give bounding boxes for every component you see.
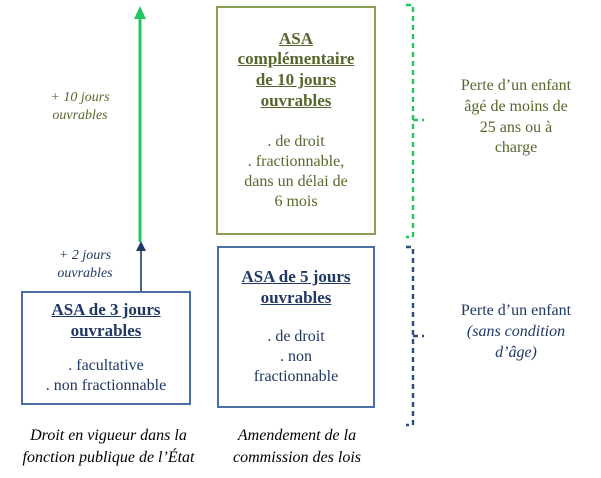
- caption-droit-en-vigueur: Droit en vigueur dans la fonction publiq…: [6, 425, 211, 468]
- body-line: . non fractionnable: [45, 376, 167, 394]
- caption-line: Droit en vigueur dans la: [30, 427, 187, 444]
- box-asa-5-jours: ASA de 5 jours ouvrables . de droit . no…: [217, 246, 375, 408]
- title-line: ASA: [278, 28, 313, 48]
- up-arrow-icon-two-days: [132, 240, 150, 292]
- body-line: . fractionnable,: [247, 152, 345, 170]
- arrow-caption-two-days: + 2 jours ouvrables: [38, 247, 132, 283]
- body-line: fractionnable: [253, 367, 339, 385]
- title-line: ASA de 5 jours: [241, 267, 351, 287]
- caption-line: + 2 jours: [58, 248, 112, 263]
- box-body-asa-3-jours: . facultative . non fractionnable: [46, 356, 166, 396]
- body-line: 6 mois: [274, 193, 318, 211]
- body-line: . de droit: [267, 132, 325, 150]
- title-line: ouvrables: [260, 287, 332, 307]
- dashed-bracket-icon-navy: [404, 244, 430, 428]
- box-title-asa-3-jours: ASA de 3 jours ouvrables: [51, 300, 160, 341]
- body-line: dans un délai de: [244, 172, 348, 190]
- caption-line: ouvrables: [52, 108, 108, 124]
- body-line: . facultative: [68, 356, 144, 374]
- label-perte-enfant-sans-condition: Perte d’un enfant (sans condition d’âge): [438, 301, 594, 363]
- label-line: âgé de moins de: [464, 97, 568, 115]
- title-line: de 10 jours: [255, 70, 337, 90]
- box-body-asa-5-jours: . de droit . non fractionnable: [254, 327, 338, 387]
- up-arrow-icon-ten-days: [126, 4, 154, 242]
- label-perte-enfant-moins-25: Perte d’un enfant âgé de moins de 25 ans…: [438, 76, 594, 159]
- body-line: . de droit: [267, 327, 325, 345]
- body-line: . non: [280, 347, 312, 365]
- box-body-asa-complementaire: . de droit . fractionnable, dans un déla…: [244, 132, 348, 213]
- box-asa-3-jours: ASA de 3 jours ouvrables . facultative .…: [21, 291, 191, 405]
- label-line: d’âge): [495, 343, 537, 361]
- title-line: ASA de 3 jours: [51, 300, 161, 320]
- box-asa-complementaire: ASA complémentaire de 10 jours ouvrables…: [216, 6, 376, 235]
- label-line: Perte d’un enfant: [460, 302, 572, 319]
- title-line: ouvrables: [70, 320, 142, 340]
- dashed-bracket-icon-green: [404, 2, 430, 240]
- title-line: ouvrables: [260, 90, 332, 110]
- caption-line: commission des lois: [233, 448, 361, 466]
- title-line: complémentaire: [237, 49, 355, 69]
- caption-line: + 10 jours: [50, 90, 110, 105]
- box-title-asa-5-jours: ASA de 5 jours ouvrables: [241, 267, 350, 308]
- label-line: (sans condition: [466, 322, 566, 340]
- arrow-caption-ten-days: + 10 jours ouvrables: [28, 89, 132, 125]
- box-title-asa-complementaire: ASA complémentaire de 10 jours ouvrables: [238, 29, 355, 112]
- caption-line: ouvrables: [57, 266, 113, 282]
- label-line: 25 ans ou à: [479, 118, 553, 136]
- label-line: Perte d’un enfant: [460, 77, 572, 94]
- caption-amendement-commission: Amendement de la commission des lois: [214, 425, 380, 468]
- caption-line: fonction publique de l’État: [22, 448, 195, 466]
- caption-line: Amendement de la: [237, 427, 357, 444]
- label-line: charge: [494, 139, 538, 157]
